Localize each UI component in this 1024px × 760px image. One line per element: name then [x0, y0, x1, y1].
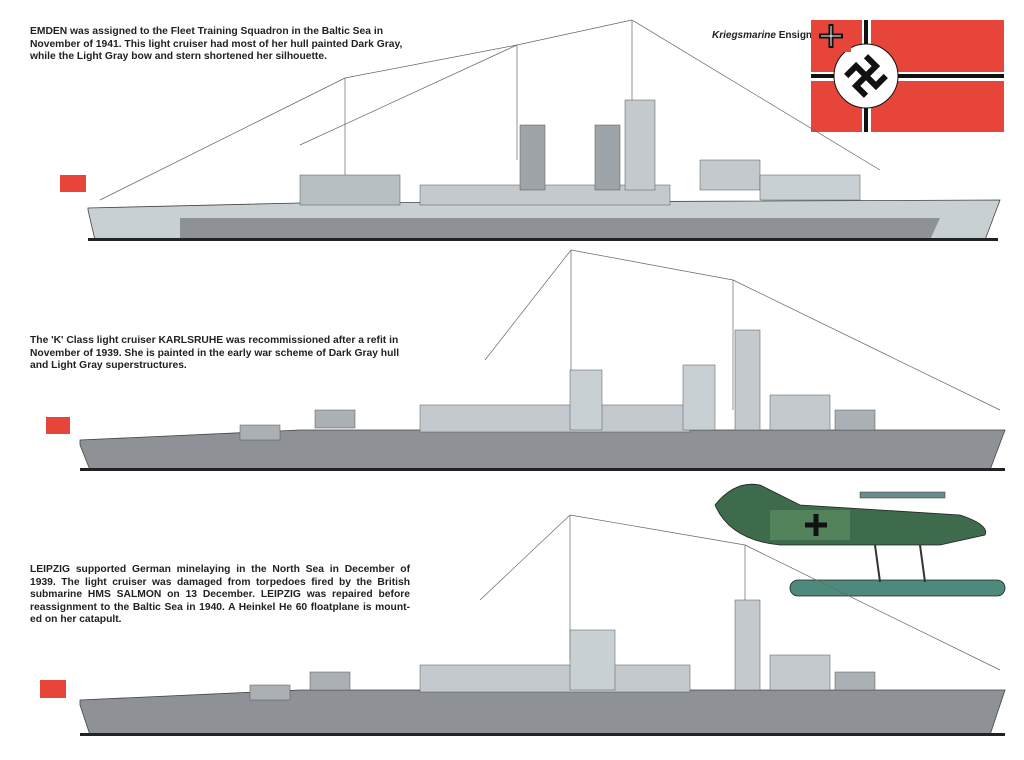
caption-line: submarine HMS SALMON on 13 December. LEI…	[30, 589, 410, 601]
caption-line: and Light Gray superstructures.	[30, 360, 187, 372]
caption-line: LEIPZIG supported German minelaying in t…	[30, 564, 410, 575]
leipzig-ship	[40, 514, 1006, 736]
heinkel-floatplane	[714, 483, 1006, 597]
leipzig-caption: LEIPZIG supported German minelaying in t…	[30, 564, 410, 627]
karlsruhe-caption: The 'K' Class light cruiser KARLSRUHE wa…	[30, 335, 399, 373]
caption-line: ed on her catapult.	[30, 614, 122, 626]
karlsruhe-ship	[46, 249, 1006, 471]
caption-line: EMDEN was assigned to the Fleet Training…	[30, 26, 384, 37]
emden-ship	[60, 19, 1001, 241]
caption-line: The 'K' Class light cruiser KARLSRUHE wa…	[30, 335, 399, 346]
caption-line: 1939. The light cruiser was damaged from…	[30, 576, 410, 588]
caption-line: while the Light Gray bow and stern short…	[30, 51, 327, 63]
caption-line: reassignment to the Baltic Sea in 1940. …	[30, 601, 410, 613]
emden-caption: EMDEN was assigned to the Fleet Training…	[30, 26, 402, 64]
ensign-label: Kriegsmarine Ensign	[712, 30, 813, 41]
kriegsmarine-ensign	[811, 20, 1004, 132]
caption-line: November of 1941. This light cruiser had…	[30, 38, 403, 50]
caption-line: November of 1939. She is painted in the …	[30, 347, 400, 359]
